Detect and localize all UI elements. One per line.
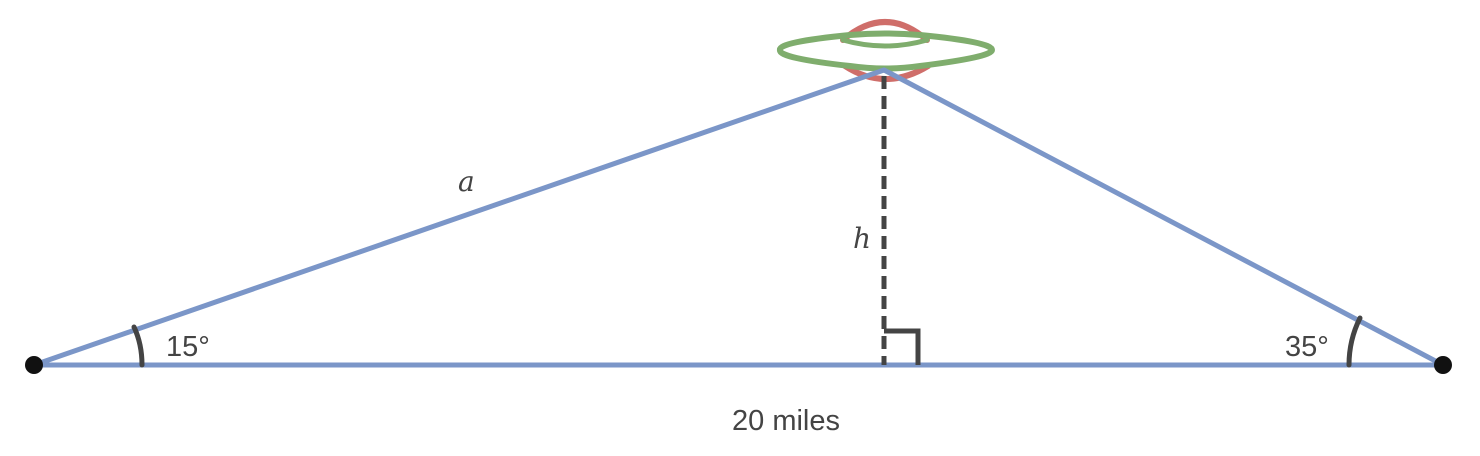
right-point [1434, 356, 1452, 374]
left-angle-label: 15° [166, 331, 210, 363]
base-length-label: 20 miles [732, 405, 840, 437]
right-angle-marker [884, 328, 921, 365]
triangle-side-right [881, 67, 1446, 368]
right-angle-label: 35° [1285, 331, 1329, 363]
right-angle-arc [1346, 315, 1363, 368]
ufo-body-icon [777, 30, 995, 72]
side-a-label: a [458, 165, 475, 198]
left-angle-arc [131, 324, 145, 368]
triangle-side-a [31, 67, 887, 368]
left-point [25, 356, 43, 374]
ufo-body-band [840, 37, 930, 49]
height-label: h [853, 222, 871, 255]
